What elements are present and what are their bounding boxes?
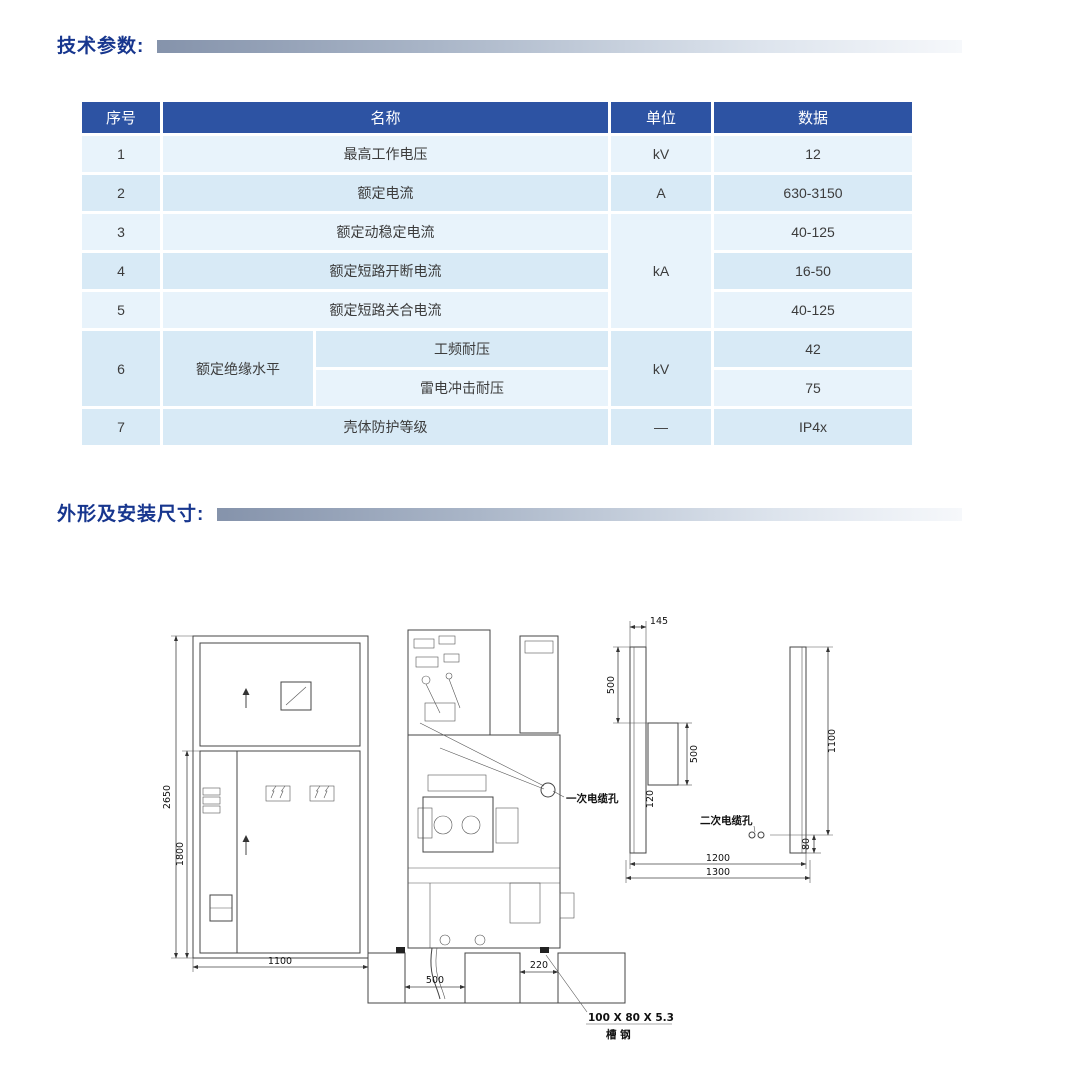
outline-installation-drawing: 2650 1800 1100 (162, 616, 838, 1041)
cell-name: 最高工作电压 (163, 136, 608, 172)
cell-data: 75 (714, 370, 912, 406)
dim-label-opening-width: 120 (645, 790, 656, 808)
table-row-7: 7 壳体防护等级 — IP4x (82, 409, 912, 445)
dim-label-front-offset: 500 (606, 676, 617, 694)
cell-subname: 雷电冲击耐压 (316, 370, 608, 406)
cell-name-merged: 额定绝缘水平 (163, 331, 313, 406)
pivot-joint (540, 782, 556, 798)
table-row-2: 2 额定电流 A 630-3150 (82, 175, 912, 211)
table-row-4: 4 额定短路开断电流 16-50 (82, 253, 912, 289)
cell-no: 2 (82, 175, 160, 211)
dim-label-rail-width: 145 (650, 616, 668, 627)
cell-no-merged: 6 (82, 331, 160, 406)
cable-run (430, 947, 441, 1000)
secondary-cable-hole-label: 二次电缆孔 (700, 814, 753, 827)
cell-no: 3 (82, 214, 160, 250)
table-row-6b: 雷电冲击耐压 75 (82, 370, 912, 406)
cell-subname: 工频耐压 (316, 331, 608, 367)
sectional-view: 一次电缆孔 500 220 100 X 80 X 5.3 槽 钢 (367, 629, 674, 1041)
col-header-unit: 单位 (611, 102, 711, 133)
channel-steel-name-label: 槽 钢 (606, 1028, 631, 1041)
table-row-5: 5 额定短路关合电流 40-125 (82, 292, 912, 328)
dim-label-span-outer: 1300 (706, 867, 730, 878)
cell-no: 5 (82, 292, 160, 328)
section-divider-bar (217, 507, 962, 521)
channel-steel-anchor (396, 947, 405, 953)
ground-hatch (367, 952, 626, 1004)
foundation-plan-view: 145 500 500 120 二次电缆孔 1100 80 1200 (606, 616, 838, 883)
dimensions-title: 外形及安装尺寸: (57, 504, 205, 525)
table-row-3: 3 额定动稳定电流 kA 40-125 (82, 214, 912, 328)
cell-name: 额定短路开断电流 (163, 253, 608, 289)
wheel (439, 934, 451, 946)
cell-no: 4 (82, 253, 160, 289)
cabinet-outline (192, 635, 369, 959)
up-arrow-icon (242, 688, 250, 695)
cell-unit: — (611, 409, 711, 445)
col-header-data: 数据 (714, 102, 912, 133)
table-row-1: 1 最高工作电压 kV 12 (82, 136, 912, 172)
tech-params-table: 序号 名称 单位 数据 1 最高工作电压 kV 12 2 额定电流 A 630-… (79, 99, 915, 448)
cell-name: 额定电流 (163, 175, 608, 211)
channel-steel-spec-label: 100 X 80 X 5.3 (588, 1012, 674, 1024)
cell-no: 1 (82, 136, 160, 172)
cell-data: 40-125 (714, 292, 912, 328)
dim-label-depth: 1100 (268, 956, 292, 967)
cell-unit-merged: kA (611, 214, 711, 328)
table-row-6a: 6 额定绝缘水平 工频耐压 kV 42 (82, 331, 912, 406)
cell-data: 630-3150 (714, 175, 912, 211)
secondary-cable-hole (757, 831, 765, 839)
top-compartment (407, 629, 491, 736)
cell-data: 16-50 (714, 253, 912, 289)
channel-steel-anchor (540, 947, 549, 953)
cell-name: 壳体防护等级 (163, 409, 608, 445)
secondary-cable-hole (748, 831, 756, 839)
cell-data: 40-125 (714, 214, 912, 250)
breaker-unit (422, 796, 494, 853)
cell-data: 12 (714, 136, 912, 172)
section-header-tech-params: 技术参数: (57, 31, 962, 58)
cell-name: 额定动稳定电流 (163, 214, 608, 250)
dim-label-overall-height: 2650 (162, 785, 173, 809)
main-compartment (407, 734, 561, 949)
tech-params-title: 技术参数: (57, 36, 145, 57)
primary-cable-hole-label: 一次电缆孔 (566, 792, 619, 805)
col-header-no: 序号 (82, 102, 160, 133)
dim-label-rear-trench: 220 (530, 960, 548, 971)
dim-label-span-inner: 1200 (706, 853, 730, 864)
cell-data: IP4x (714, 409, 912, 445)
cell-unit: A (611, 175, 711, 211)
primary-cable-opening (647, 722, 679, 786)
section-header-dimensions: 外形及安装尺寸: (57, 499, 962, 526)
col-header-name: 名称 (163, 102, 608, 133)
cell-name: 额定短路关合电流 (163, 292, 608, 328)
dim-label-side-length: 1100 (827, 729, 838, 753)
cell-unit: kV (611, 136, 711, 172)
cell-data: 42 (714, 331, 912, 367)
table-header-row: 序号 名称 单位 数据 (82, 102, 912, 133)
meter-panel (280, 681, 312, 711)
dim-label-lower-height: 1800 (175, 842, 186, 866)
up-arrow-icon (242, 835, 250, 842)
cell-unit-merged: kV (611, 331, 711, 406)
side-elevation-view: 2650 1800 1100 (162, 635, 369, 972)
section-divider-bar (157, 39, 962, 53)
cell-no: 7 (82, 409, 160, 445)
voltage-indicator-icons (265, 785, 335, 802)
tech-params-table-wrapper: 序号 名称 单位 数据 1 最高工作电压 kV 12 2 额定电流 A 630-… (79, 99, 915, 448)
dim-label-trench-width: 500 (426, 975, 444, 986)
outline-drawing-wrapper: 2650 1800 1100 (140, 583, 980, 1083)
channel-rail-right (789, 646, 807, 854)
channel-rail-left (629, 646, 647, 854)
dim-label-rear-offset: 80 (801, 838, 812, 850)
dim-label-opening-length: 500 (689, 745, 700, 763)
wheel (474, 934, 486, 946)
